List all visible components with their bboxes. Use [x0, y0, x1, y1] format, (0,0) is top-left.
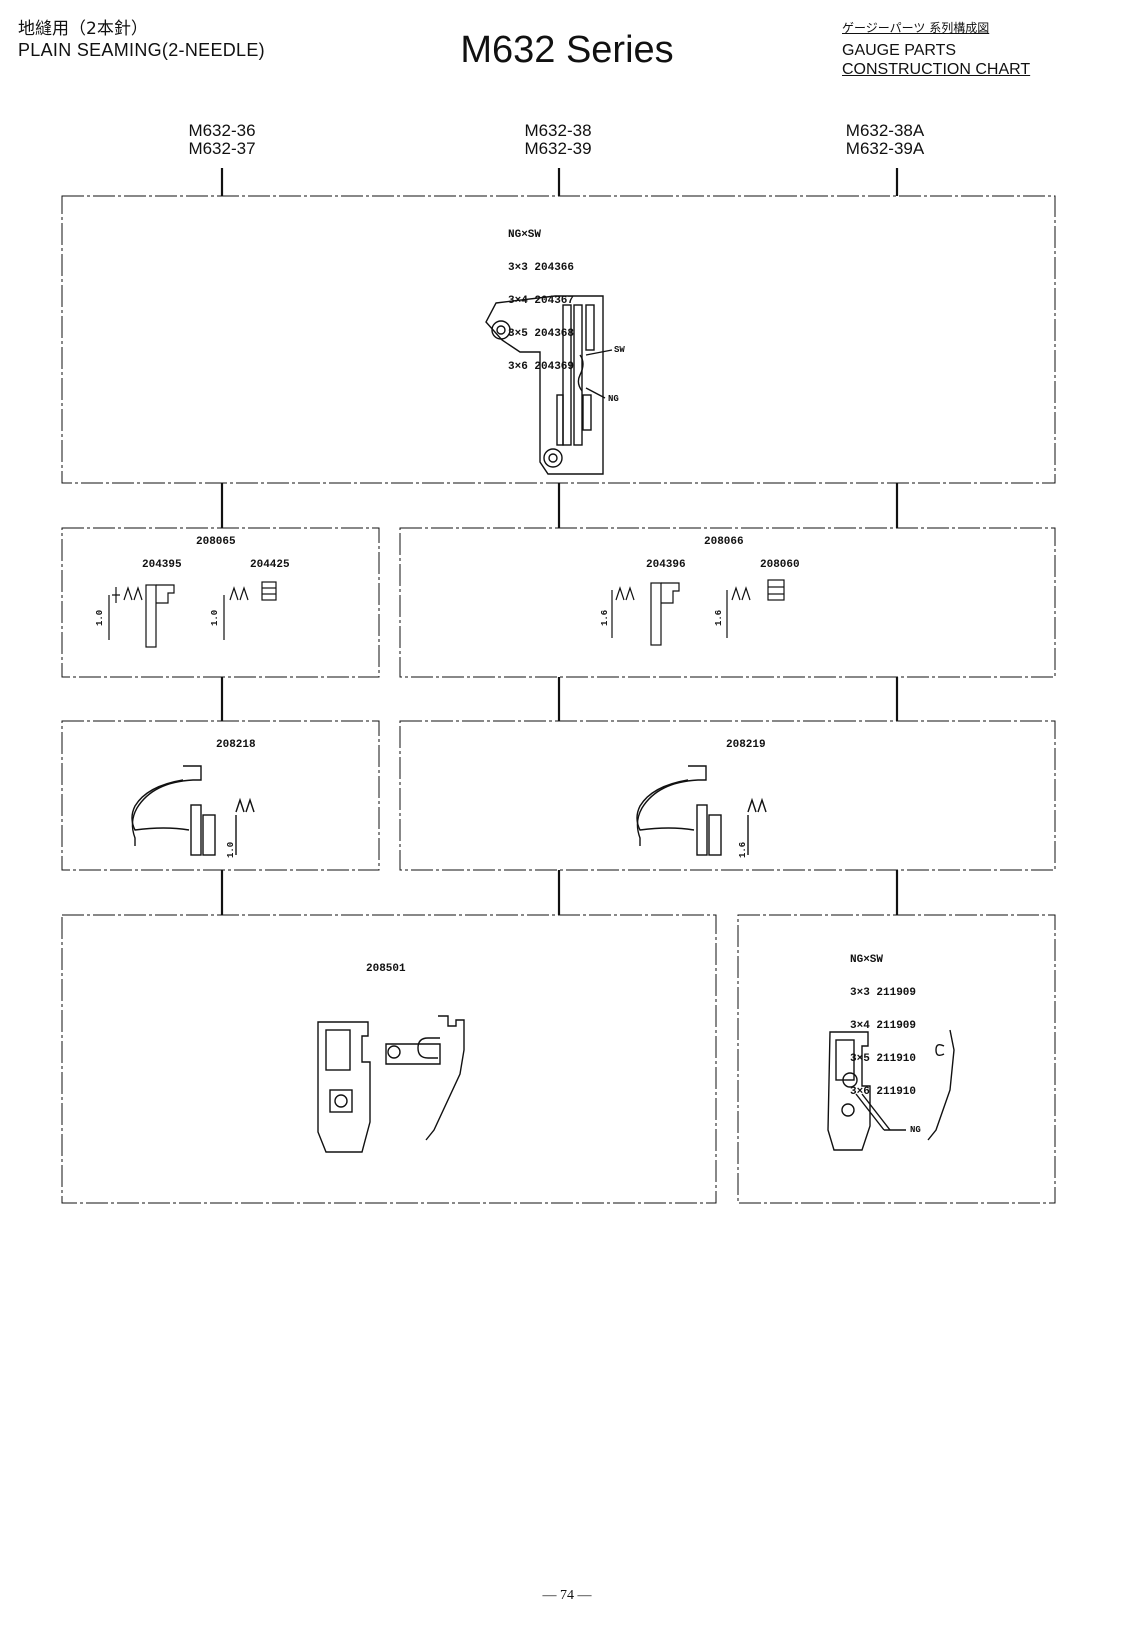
model-group-2: M632-38 M632-39: [478, 122, 638, 158]
connector-lines: [220, 168, 899, 915]
model-group-3: M632-38A M632-39A: [805, 122, 965, 158]
sw-callout: SW: [614, 345, 625, 355]
model-name: M632-39A: [845, 139, 925, 158]
model-name: M632-36: [188, 121, 256, 140]
model-name: M632-39: [524, 139, 592, 158]
gauge-label: 1.0: [95, 609, 105, 626]
diff-feed-dog-number: 204425: [250, 559, 290, 571]
presser-foot-drawing-a: [317, 1015, 465, 1153]
diff-feed-dog-number: 208060: [760, 559, 800, 571]
model-name: M632-38: [524, 121, 592, 140]
table-header: NG×SW: [850, 954, 884, 966]
feed-dog-frame-a: [61, 527, 380, 678]
feed-dog-drawing-a: [108, 581, 277, 648]
needle-plate-drawing: [485, 295, 613, 475]
chart-title-en-1: GAUGE PARTS: [842, 42, 957, 59]
presser-foot-frame-a: [61, 914, 717, 1204]
chart-title-jp: ゲージーパーツ 系列構成図: [842, 21, 990, 35]
table-row: 3×4 211909: [850, 1020, 917, 1032]
looper-drawing-b: [636, 765, 767, 856]
ng-callout: NG: [910, 1125, 921, 1135]
feed-dog-drawing-b: [611, 579, 785, 646]
feed-dog-set-number: 208065: [196, 536, 236, 548]
looper-frame-b: [399, 720, 1056, 871]
model-name: M632-38A: [845, 121, 925, 140]
table-row: 3×3 211909: [850, 987, 917, 999]
model-name: M632-37: [188, 139, 256, 158]
table-row: 3×3 204366: [508, 262, 575, 274]
gauge-label: 1.0: [210, 609, 220, 626]
main-feed-dog-number: 204395: [142, 559, 182, 571]
presser-foot-part-number: 208501: [366, 963, 406, 975]
chart-title-en-2: CONSTRUCTION CHART: [842, 61, 1031, 78]
category-jp: 地縫用（2本針）: [18, 19, 148, 39]
feed-dog-frame-b: [399, 527, 1056, 678]
presser-foot-table: NG×SW 3×3 211909 3×4 211909 3×5 211910 3…: [850, 933, 916, 1109]
table-header: NG×SW: [508, 229, 542, 241]
looper-part-number: 208219: [726, 739, 766, 751]
ng-callout: NG: [608, 394, 619, 404]
table-row: 3×5 211910: [850, 1053, 917, 1065]
looper-drawing-a: [131, 765, 255, 856]
table-row: 3×5 204368: [508, 328, 575, 340]
gauge-label: 1.6: [600, 609, 610, 626]
table-row: 3×6 211910: [850, 1086, 917, 1098]
gauge-label: 1.6: [738, 841, 748, 858]
presser-foot-drawing-b: [827, 1029, 955, 1151]
series-title: M632 Series: [460, 29, 674, 71]
looper-part-number: 208218: [216, 739, 256, 751]
looper-frame-a: [61, 720, 380, 871]
needle-plate-table: NG×SW 3×3 204366 3×4 204367 3×5 204368 3…: [508, 208, 574, 384]
category-en: PLAIN SEAMING(2-NEEDLE): [18, 40, 265, 60]
main-feed-dog-number: 204396: [646, 559, 686, 571]
table-row: 3×4 204367: [508, 295, 575, 307]
gauge-label: 1.6: [714, 609, 724, 626]
gauge-label: 1.0: [226, 841, 236, 858]
model-group-1: M632-36 M632-37: [142, 122, 302, 158]
table-row: 3×6 204369: [508, 361, 575, 373]
chart-title: ゲージーパーツ 系列構成図 GAUGE PARTS CONSTRUCTION C…: [842, 20, 1030, 79]
feed-dog-set-number: 208066: [704, 536, 744, 548]
page-number: — 74 —: [542, 1588, 592, 1603]
